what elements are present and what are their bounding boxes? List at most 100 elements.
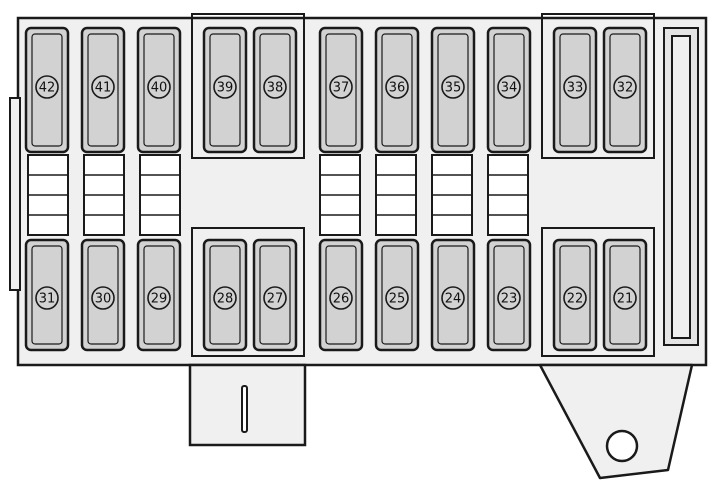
fuse-number-label: 35 [445,81,462,96]
fuse-number-label: 41 [95,81,112,96]
fuse-number-label: 22 [567,292,584,307]
fuse-number-circle [35,286,59,310]
fuse-38: 38 [252,26,298,154]
right-rail [663,27,699,346]
fuse-number-circle [147,75,171,99]
fuse-inner-outline [143,245,175,345]
fuse-21: 21 [602,238,648,352]
fuse-24: 24 [430,238,476,352]
fuse-inner-outline [609,245,641,345]
fuse-40: 40 [136,26,182,154]
fuse-number-circle [213,75,237,99]
fuse-number-label: 34 [501,81,518,96]
fuse-number-label: 42 [39,81,56,96]
fuse-36: 36 [374,26,420,154]
fuse-number-label: 21 [617,292,634,307]
fuse-inner-outline [493,33,525,147]
fuse-37: 37 [318,26,364,154]
fuse-inner-outline [87,245,119,345]
fuse-number-label: 38 [267,81,284,96]
fuse-inner-outline [381,33,413,147]
fuse-number-circle [263,75,287,99]
fuse-number-label: 25 [389,292,406,307]
group-frame-22-21 [541,227,655,357]
fuse-22: 22 [552,238,598,352]
fuse-30: 30 [80,238,126,352]
fuse-inner-outline [493,245,525,345]
mounting-hole [605,429,639,463]
fuse-number-label: 36 [389,81,406,96]
fuse-inner-outline [209,245,241,345]
fuse-29: 29 [136,238,182,352]
fuse-33: 33 [552,26,598,154]
connector-slot [241,385,248,433]
fuse-31: 31 [24,238,70,352]
fuse-number-circle [563,75,587,99]
fuses-group: 42 41 40 39 38 37 36 35 34 33 32 31 30 29 28 27 26 25 24 23… [24,26,648,352]
fuse-23: 23 [486,238,532,352]
fuse-27: 27 [252,238,298,352]
fuse-number-circle [263,286,287,310]
fuse-inner-outline [437,33,469,147]
fuse-inner-outline [325,245,357,345]
fuse-number-circle [497,75,521,99]
fuse-39: 39 [202,26,248,154]
fuse-number-circle [91,286,115,310]
fuse-number-label: 23 [501,292,518,307]
fuse-number-circle [147,286,171,310]
group-frame-28-27 [191,227,305,357]
fuse-inner-outline [31,33,63,147]
fuse-25: 25 [374,238,420,352]
fuse-number-label: 26 [333,292,350,307]
group-frame-39-38 [191,13,305,159]
fuse-number-label: 31 [39,292,56,307]
fuse-28: 28 [202,238,248,352]
fuse-number-circle [35,75,59,99]
fuse-number-circle [441,286,465,310]
fuse-number-label: 27 [267,292,284,307]
fuse-41: 41 [80,26,126,154]
fuse-inner-outline [559,33,591,147]
fuse-number-circle [441,75,465,99]
link-strips [27,154,529,236]
fuse-42: 42 [24,26,70,154]
fuse-34: 34 [486,26,532,154]
fuse-inner-outline [325,33,357,147]
fuse-number-circle [497,286,521,310]
fuse-inner-outline [87,33,119,147]
fuse-number-circle [385,286,409,310]
fuse-inner-outline [259,245,291,345]
fuse-number-circle [91,75,115,99]
fuse-number-circle [613,75,637,99]
mounting-bracket [538,363,694,480]
fuse-number-label: 33 [567,81,584,96]
fuse-number-label: 39 [217,81,234,96]
fuse-inner-outline [437,245,469,345]
fuse-inner-outline [609,33,641,147]
fuse-number-circle [563,286,587,310]
fuse-number-circle [329,75,353,99]
fuse-35: 35 [430,26,476,154]
group-frame-33-32 [541,13,655,159]
fuse-26: 26 [318,238,364,352]
fuse-number-label: 24 [445,292,462,307]
fuse-number-label: 28 [217,292,234,307]
fuse-number-circle [213,286,237,310]
fuse-number-label: 32 [617,81,634,96]
fuse-inner-outline [259,33,291,147]
fuse-number-circle [385,75,409,99]
fuse-number-label: 29 [151,292,168,307]
left-side-tab [9,97,21,291]
fuse-inner-outline [559,245,591,345]
fuse-number-circle [329,286,353,310]
fuse-inner-outline [143,33,175,147]
fuse-inner-outline [31,245,63,345]
fuse-number-label: 40 [151,81,168,96]
fuse-32: 32 [602,26,648,154]
fuse-number-circle [613,286,637,310]
fuse-number-label: 30 [95,292,112,307]
fuse-inner-outline [209,33,241,147]
fuse-inner-outline [381,245,413,345]
